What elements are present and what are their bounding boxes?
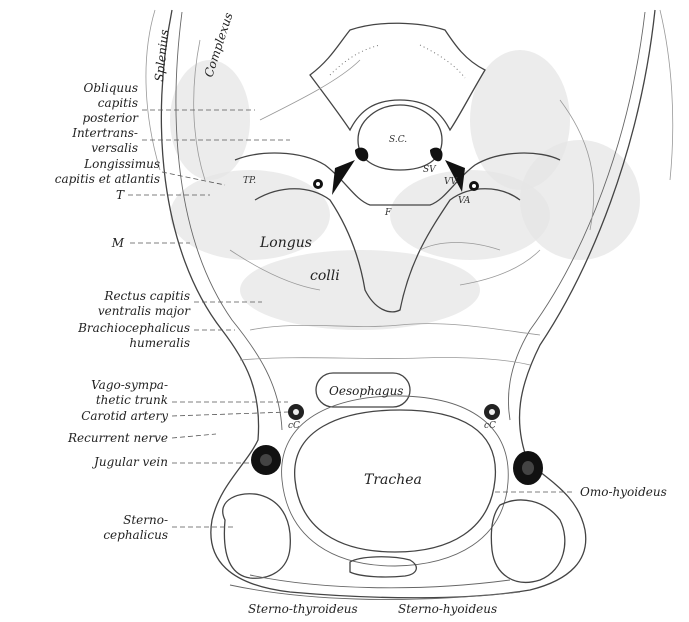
label-jugular-text: Jugular vein [91, 455, 168, 469]
label-colli: colli [310, 268, 340, 284]
label-sterno-thyroideus: Sterno-thyroideus [248, 602, 358, 616]
label-vago-line1: Vago-sympa- [91, 378, 168, 392]
label-recurrent-text: Recurrent nerve [67, 431, 168, 445]
label-longus: Longus [259, 235, 312, 251]
label-cc-left: cC [288, 421, 300, 431]
label-rectus-line2: ventralis major [98, 304, 191, 318]
label-t-text: T [116, 188, 125, 202]
label-sv: SV [423, 165, 437, 175]
label-vago: Vago-sympa- thetic trunk [91, 378, 288, 407]
strap-muscles [223, 494, 565, 600]
label-sterno-cephalicus-line2: cephalicus [103, 528, 168, 542]
label-obliquus-line1: Obliquus [84, 81, 139, 95]
label-brachiocephalicus-line2: humeralis [129, 336, 190, 350]
label-vv: VV [444, 177, 458, 187]
label-rectus-line1: Rectus capitis [103, 289, 190, 303]
label-intertransversalis-line2: versalis [91, 141, 138, 155]
label-trachea: Trachea [364, 472, 422, 488]
label-longissimus-line1: Longissimus [83, 157, 160, 171]
label-intertransversalis-line1: Intertrans- [71, 126, 138, 140]
label-obliquus-line2: capitis [98, 96, 138, 110]
label-sterno-cephalicus: Sterno- cephalicus [103, 513, 236, 542]
label-sc: S.C. [389, 135, 407, 145]
label-carotid-text: Carotid artery [81, 409, 168, 423]
label-cc-right: cC [484, 421, 496, 431]
label-sterno-hyoideus: Sterno-hyoideus [398, 602, 497, 616]
label-jugular: Jugular vein [91, 455, 250, 469]
label-brachiocephalicus: Brachiocephalicus humeralis [77, 321, 235, 350]
label-obliquus-line3: posterior [82, 111, 139, 125]
label-recurrent: Recurrent nerve [67, 431, 216, 445]
label-omo-hyoideus-text: Omo-hyoideus [580, 485, 667, 499]
label-oesophagus: Oesophagus [329, 384, 403, 398]
label-vago-line2: thetic trunk [96, 393, 168, 407]
label-m-text: M [111, 236, 125, 250]
label-splenius: Splenius [152, 29, 171, 82]
label-tp: TP. [243, 176, 256, 186]
label-va: VA [458, 196, 471, 206]
label-longissimus-line2: capitis et atlantis [55, 172, 160, 186]
label-brachiocephalicus-line1: Brachiocephalicus [77, 321, 190, 335]
label-omo-hyoideus: Omo-hyoideus [495, 485, 667, 499]
label-m: M [111, 236, 190, 250]
label-rectus: Rectus capitis ventralis major [98, 289, 262, 318]
label-sterno-cephalicus-line1: Sterno- [123, 513, 168, 527]
label-f: F [384, 208, 392, 218]
label-carotid: Carotid artery [81, 409, 288, 423]
